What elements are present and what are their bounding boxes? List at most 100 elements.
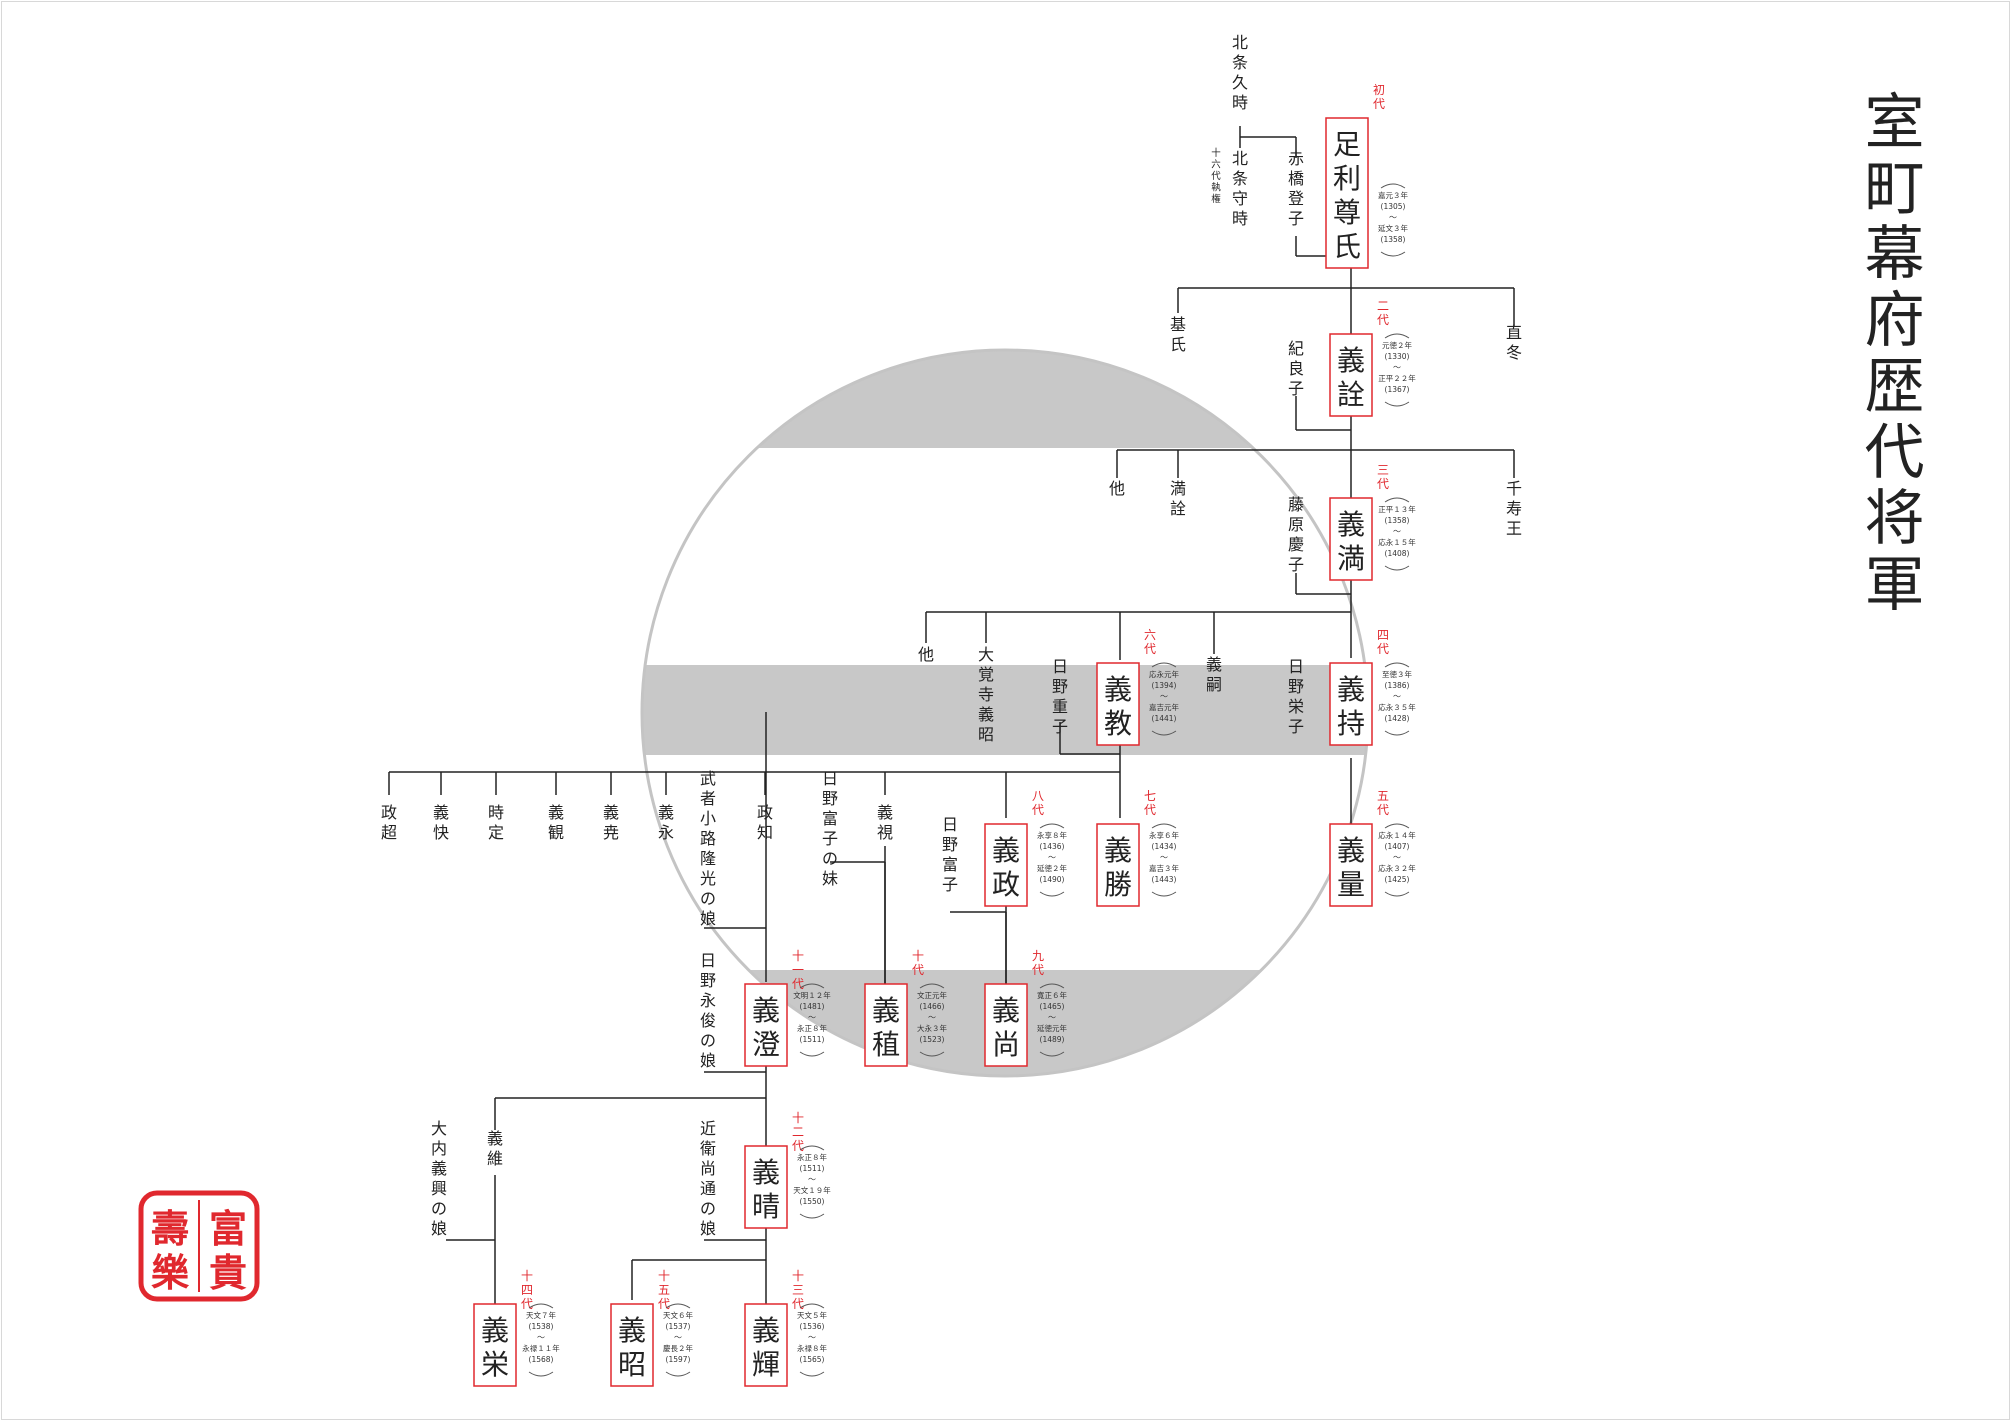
- shogun-box: [1329, 333, 1373, 417]
- date-text: (1597): [666, 1355, 691, 1364]
- person-gisho2: 義永: [658, 803, 674, 842]
- person-yoshitsugu: 義嗣: [1206, 655, 1222, 694]
- date-text: 天文７年: [526, 1310, 556, 1320]
- date-text: 〜: [1393, 527, 1401, 536]
- lifespan-dates: 元徳２年(1330)〜正平２２年(1367): [1378, 333, 1416, 407]
- date-text: 〜: [928, 1013, 936, 1022]
- date-text: 文正元年: [917, 990, 947, 1000]
- generation-label: 十一代: [792, 949, 804, 991]
- date-text: (1386): [1385, 681, 1410, 690]
- lifespan-dates: 天文６年(1537)〜慶長２年(1597): [663, 1303, 693, 1377]
- date-text: 〜: [808, 1175, 816, 1184]
- seal-char: 樂: [151, 1250, 190, 1295]
- shogun-box: [744, 983, 788, 1067]
- date-text: (1523): [920, 1035, 945, 1044]
- generation-label: 八代: [1032, 789, 1044, 817]
- person-hino-nagatoshi: 日野永俊の娘: [700, 951, 716, 1070]
- date-text: (1481): [800, 1002, 825, 1011]
- person-motouji: 基氏: [1170, 315, 1186, 354]
- generation-label: 九代: [1032, 949, 1044, 977]
- date-text: 永享８年: [1037, 830, 1067, 840]
- date-text: (1394): [1152, 681, 1177, 690]
- person-tadafuyu: 直冬: [1506, 323, 1522, 362]
- date-text: (1434): [1152, 842, 1177, 851]
- person-ta2: 他: [918, 645, 934, 664]
- date-text: 応永３２年: [1378, 863, 1416, 873]
- date-text: 正平１３年: [1378, 504, 1416, 514]
- shogun-name: 義政: [992, 834, 1020, 901]
- date-text: (1330): [1385, 352, 1410, 361]
- date-text: 〜: [1160, 853, 1168, 862]
- generation-label: 六代: [1144, 628, 1156, 656]
- seal-char: 貴: [209, 1250, 247, 1295]
- date-text: 応永１５年: [1378, 537, 1416, 547]
- date-text: 〜: [1389, 213, 1397, 222]
- shogun-box: [744, 1303, 788, 1387]
- date-text: 天文５年: [797, 1310, 827, 1320]
- backdrop-circle: [640, 348, 1370, 1078]
- generation-label: 四代: [1377, 628, 1389, 656]
- date-text: (1441): [1152, 714, 1177, 723]
- shogun-name: 義満: [1337, 508, 1365, 575]
- generation-label: 三代: [1377, 463, 1389, 491]
- date-text: (1425): [1385, 875, 1410, 884]
- date-text: 嘉吉３年: [1149, 863, 1179, 873]
- person-kiyoshiko: 紀良子: [1288, 339, 1304, 398]
- shogun-box: [984, 983, 1028, 1067]
- person-hojo-hisatoki: 北条久時: [1232, 33, 1248, 112]
- seal-char: 壽: [151, 1206, 189, 1251]
- date-text: 〜: [1393, 692, 1401, 701]
- lineage-lines: [388, 126, 1515, 1304]
- date-text: (1408): [1385, 549, 1410, 558]
- person-masaoki: 政超: [381, 803, 397, 842]
- shogun-name: 義尚: [992, 994, 1020, 1061]
- date-text: 〜: [1048, 853, 1056, 862]
- lifespan-dates: 嘉元３年(1305)〜延文３年(1358): [1378, 183, 1408, 257]
- person-senjuo: 千寿王: [1506, 479, 1522, 538]
- shogun-box: [1329, 662, 1373, 746]
- date-text: (1550): [800, 1197, 825, 1206]
- date-text: 嘉吉元年: [1149, 702, 1179, 712]
- person-daikakuji-gisho: 大覚寺義昭: [978, 645, 994, 744]
- person-yoshimi: 義視: [877, 803, 893, 842]
- lifespan-dates: 文正元年(1466)〜大永３年(1523): [917, 983, 947, 1057]
- date-text: 大永３年: [917, 1023, 947, 1033]
- date-text: 慶長２年: [663, 1343, 693, 1353]
- shogun-name: 義量: [1337, 834, 1365, 901]
- date-text: (1489): [1040, 1035, 1065, 1044]
- date-text: (1568): [529, 1355, 554, 1364]
- person-jijo: 時定: [488, 803, 504, 842]
- date-text: 嘉元３年: [1378, 190, 1408, 200]
- date-text: 寛正６年: [1037, 990, 1067, 1000]
- date-text: 至徳３年: [1382, 669, 1412, 679]
- generation-label: 十三代: [792, 1269, 804, 1311]
- person-akahashi-toshiko: 赤橋登子: [1288, 149, 1304, 228]
- shogun-box: [1096, 662, 1140, 746]
- generation-label: 二代: [1377, 299, 1389, 327]
- shogun-box: [1096, 823, 1140, 907]
- date-text: 〜: [537, 1333, 545, 1342]
- date-text: 〜: [1160, 692, 1168, 701]
- lifespan-dates: 文明１２年(1481)〜永正８年(1511): [793, 983, 831, 1057]
- generation-label: 五代: [1377, 789, 1389, 817]
- shogun-name: 義輝: [752, 1314, 780, 1381]
- date-text: 正平２２年: [1378, 373, 1416, 383]
- date-text: 延文３年: [1378, 223, 1408, 233]
- page-title: 室町幕府歴代将軍: [1854, 90, 1924, 618]
- date-text: 〜: [1393, 363, 1401, 372]
- date-text: 永享６年: [1149, 830, 1179, 840]
- date-text: (1538): [529, 1322, 554, 1331]
- generation-label: 十四代: [521, 1269, 533, 1311]
- person-gikan: 義観: [548, 803, 564, 842]
- lifespan-dates: 至徳３年(1386)〜応永３５年(1428): [1378, 662, 1416, 736]
- shogun-name: 義持: [1337, 673, 1365, 740]
- lifespan-dates: 永正８年(1511)〜天文１９年(1550): [793, 1145, 831, 1219]
